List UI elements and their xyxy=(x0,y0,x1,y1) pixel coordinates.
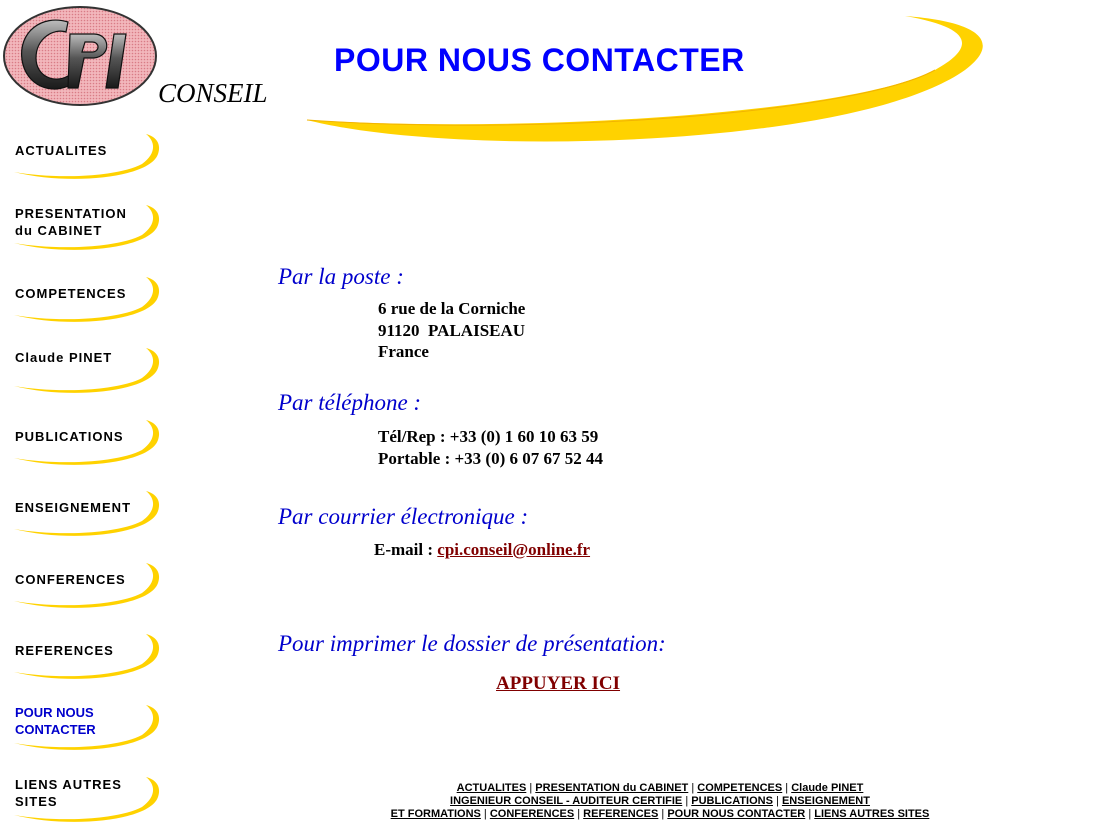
page-title: POUR NOUS CONTACTER xyxy=(334,42,745,78)
nav-swoosh-icon xyxy=(14,777,160,822)
phone-mobile: Portable : +33 (0) 6 07 67 52 44 xyxy=(378,449,603,468)
print-dossier-link[interactable]: APPUYER ICI xyxy=(496,673,621,694)
footer-link-references[interactable]: REFERENCES xyxy=(583,808,659,820)
nav-swoosh-icon xyxy=(14,634,160,679)
nav-swoosh-icon xyxy=(14,705,160,750)
footer-separator: | xyxy=(658,808,668,820)
cpi-logo-image xyxy=(2,4,158,108)
nav-label: PUBLICATIONS xyxy=(15,429,124,444)
nav-label: LIENS AUTRES SITES xyxy=(15,777,122,809)
nav-item-actualites[interactable]: ACTUALITES xyxy=(10,132,162,184)
footer-link-conferences[interactable]: CONFERENCES xyxy=(489,808,575,820)
nav-item-claude-pinet[interactable]: Claude PINET xyxy=(10,346,162,398)
footer-separator: | xyxy=(480,808,490,820)
nav-label: COMPETENCES xyxy=(15,286,127,301)
footer-separator: | xyxy=(688,782,698,794)
email-line: E-mail : cpi.conseil@online.fr xyxy=(374,540,590,560)
nav-item-publications[interactable]: PUBLICATIONS xyxy=(10,418,162,470)
footer-link-presentation[interactable]: PRESENTATION du CABINET xyxy=(535,782,689,794)
nav-swoosh-icon xyxy=(14,205,160,250)
logo-tagline: CONSEIL xyxy=(158,78,268,108)
footer-separator: | xyxy=(772,795,782,807)
footer-link-liens-autres-sites[interactable]: LIENS AUTRES SITES xyxy=(814,808,930,820)
footer-link-actualites[interactable]: ACTUALITES xyxy=(456,782,527,794)
phone-heading: Par téléphone : xyxy=(278,390,422,415)
nav-swoosh-icon xyxy=(14,491,160,536)
nav-label: ENSEIGNEMENT xyxy=(15,500,132,515)
post-heading: Par la poste : xyxy=(278,264,404,289)
footer-link-enseignement[interactable]: ENSEIGNEMENT xyxy=(781,795,870,807)
footer-link-pour-nous-contacter[interactable]: POUR NOUS CONTACTER xyxy=(667,808,806,820)
nav-item-pour-nous-contacter[interactable]: POUR NOUS CONTACTER xyxy=(10,703,162,755)
email-label: E-mail : xyxy=(374,540,438,559)
footer-row-3: ET FORMATIONS | CONFERENCES | REFERENCES… xyxy=(380,808,940,821)
email-heading: Par courrier électronique : xyxy=(278,504,529,529)
header-swoosh-decoration xyxy=(306,16,983,142)
cpi-logo[interactable] xyxy=(2,4,158,108)
nav-label: PRESENTATION du CABINET xyxy=(15,206,127,238)
nav-label: ACTUALITES xyxy=(15,143,108,158)
footer-link-formations[interactable]: ET FORMATIONS xyxy=(390,808,481,820)
footer-links: ACTUALITES | PRESENTATION du CABINET | C… xyxy=(380,782,940,821)
address-city: 91120 PALAISEAU xyxy=(378,321,526,340)
footer-row-2: INGENIEUR CONSEIL - AUDITEUR CERTIFIE | … xyxy=(380,795,940,808)
nav-swoosh-icon xyxy=(14,134,160,179)
print-heading: Pour imprimer le dossier de présentation… xyxy=(278,631,666,656)
nav-swoosh-icon xyxy=(14,563,160,608)
footer-link-publications[interactable]: PUBLICATIONS xyxy=(691,795,773,807)
footer-separator: | xyxy=(782,782,792,794)
nav-label: CONFERENCES xyxy=(15,572,126,587)
nav-label: Claude PINET xyxy=(15,350,113,365)
nav-item-conferences[interactable]: CONFERENCES xyxy=(10,561,162,613)
footer-link-competences[interactable]: COMPETENCES xyxy=(697,782,783,794)
email-link[interactable]: cpi.conseil@online.fr xyxy=(437,540,591,559)
footer-separator: | xyxy=(574,808,584,820)
nav-swoosh-icon xyxy=(14,420,160,465)
footer-separator: | xyxy=(805,808,815,820)
footer-link-claude-pinet[interactable]: Claude PINET xyxy=(791,782,864,794)
footer-row-1: ACTUALITES | PRESENTATION du CABINET | C… xyxy=(380,782,940,795)
nav-item-liens-autres-sites[interactable]: LIENS AUTRES SITES xyxy=(10,775,162,827)
nav-item-references[interactable]: REFERENCES xyxy=(10,632,162,684)
phone-office: Tél/Rep : +33 (0) 1 60 10 63 59 xyxy=(378,427,599,446)
address-country: France xyxy=(378,342,429,361)
nav-label: REFERENCES xyxy=(15,643,114,658)
footer-link-ingenieur-conseil[interactable]: INGENIEUR CONSEIL - AUDITEUR CERTIFIE xyxy=(450,795,683,807)
nav-swoosh-icon xyxy=(14,277,160,322)
address-street: 6 rue de la Corniche xyxy=(378,299,526,318)
footer-separator: | xyxy=(526,782,536,794)
nav-item-competences[interactable]: COMPETENCES xyxy=(10,275,162,327)
nav-item-presentation[interactable]: PRESENTATION du CABINET xyxy=(10,203,162,255)
footer-separator: | xyxy=(682,795,692,807)
nav-item-enseignement[interactable]: ENSEIGNEMENT xyxy=(10,489,162,541)
nav-swoosh-icon xyxy=(14,348,160,393)
nav-label-current: POUR NOUS CONTACTER xyxy=(15,705,96,737)
